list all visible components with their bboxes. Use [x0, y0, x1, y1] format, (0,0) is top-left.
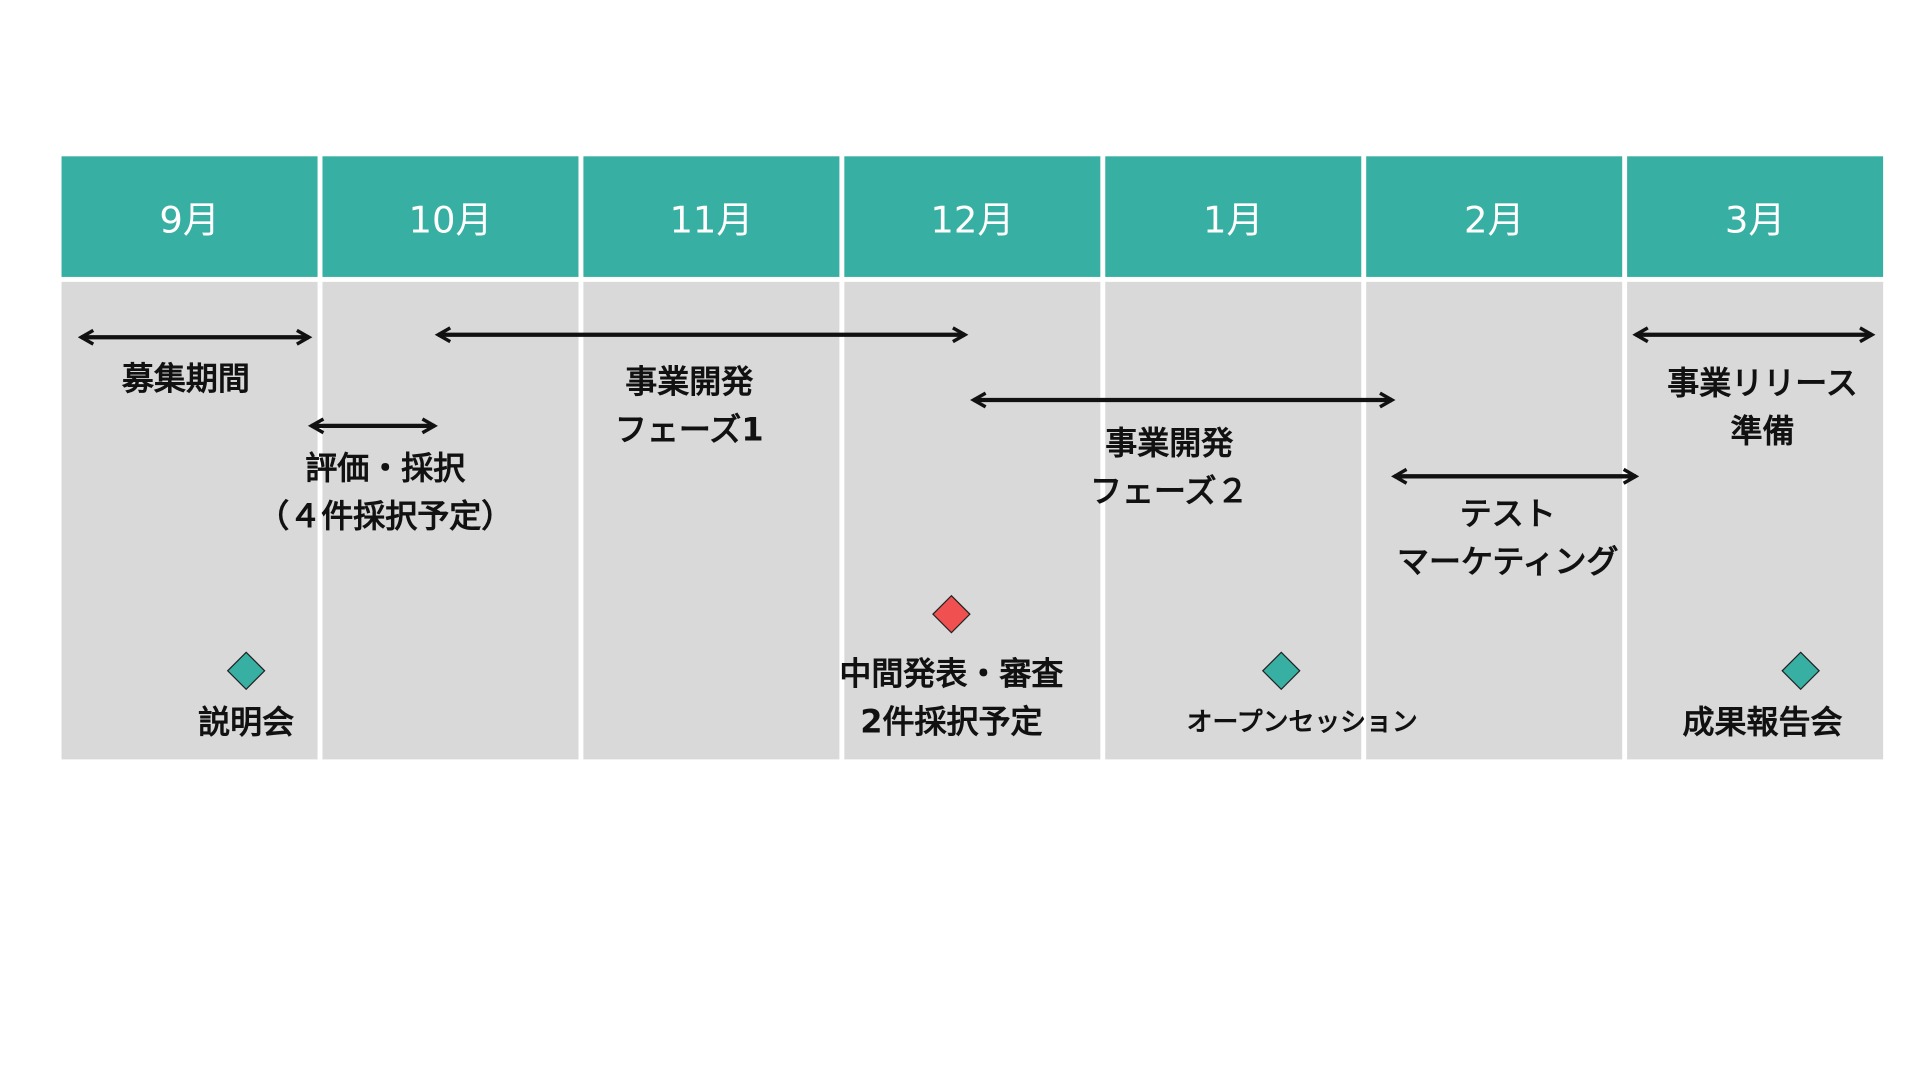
recruit-label: 募集期間 — [121, 361, 250, 399]
month-header: 12月 — [844, 156, 1101, 277]
briefing-diamond-icon — [226, 651, 266, 691]
briefing-label: 説明会 — [198, 704, 295, 742]
month-header: 1月 — [1105, 156, 1362, 277]
test-line1: テスト — [1459, 496, 1556, 533]
month-column — [1627, 281, 1884, 760]
month-column — [1105, 281, 1362, 760]
dev2-label: 事業開発 フェーズ２ — [1090, 421, 1248, 517]
test-label: テスト マーケティング — [1397, 491, 1618, 587]
dev2-line1: 事業開発 — [1105, 425, 1234, 463]
release-label: 事業リリース 準備 — [1667, 361, 1857, 457]
dev1-label: 事業開発 フェーズ1 — [615, 359, 764, 455]
month-header: 11月 — [583, 156, 840, 277]
evaluation-label: 評価・採択 （４件採択予定） — [257, 446, 513, 542]
dev2-line2: フェーズ２ — [1090, 473, 1249, 511]
midterm-label: 中間発表・審査 2件採択予定 — [839, 651, 1063, 747]
release-line2: 準備 — [1730, 413, 1795, 451]
test-line2: マーケティング — [1397, 544, 1619, 581]
dev1-line2: フェーズ1 — [614, 412, 764, 450]
month-header: 9月 — [61, 156, 318, 277]
month-header: 10月 — [322, 156, 579, 277]
evaluation-line2: （４件採択予定） — [257, 498, 514, 536]
month-column — [1366, 281, 1623, 760]
release-line1: 事業リリース — [1667, 365, 1858, 403]
midterm-line1: 中間発表・審査 — [839, 656, 1064, 693]
month-header: 2月 — [1366, 156, 1623, 277]
month-column — [322, 281, 579, 760]
final-diamond-icon — [1781, 651, 1820, 691]
month-column — [583, 281, 840, 760]
open-session-diamond-icon — [1261, 651, 1301, 691]
midterm-line2: 2件採択予定 — [860, 704, 1043, 741]
month-column — [61, 281, 318, 760]
month-column — [844, 281, 1101, 760]
midterm-diamond-icon — [932, 594, 971, 634]
final-label: 成果報告会 — [1682, 704, 1843, 742]
dev1-line1: 事業開発 — [625, 364, 754, 402]
open-session-label: オープンセッション — [1186, 707, 1418, 737]
evaluation-line1: 評価・採択 — [305, 450, 466, 488]
month-header: 3月 — [1627, 156, 1884, 277]
